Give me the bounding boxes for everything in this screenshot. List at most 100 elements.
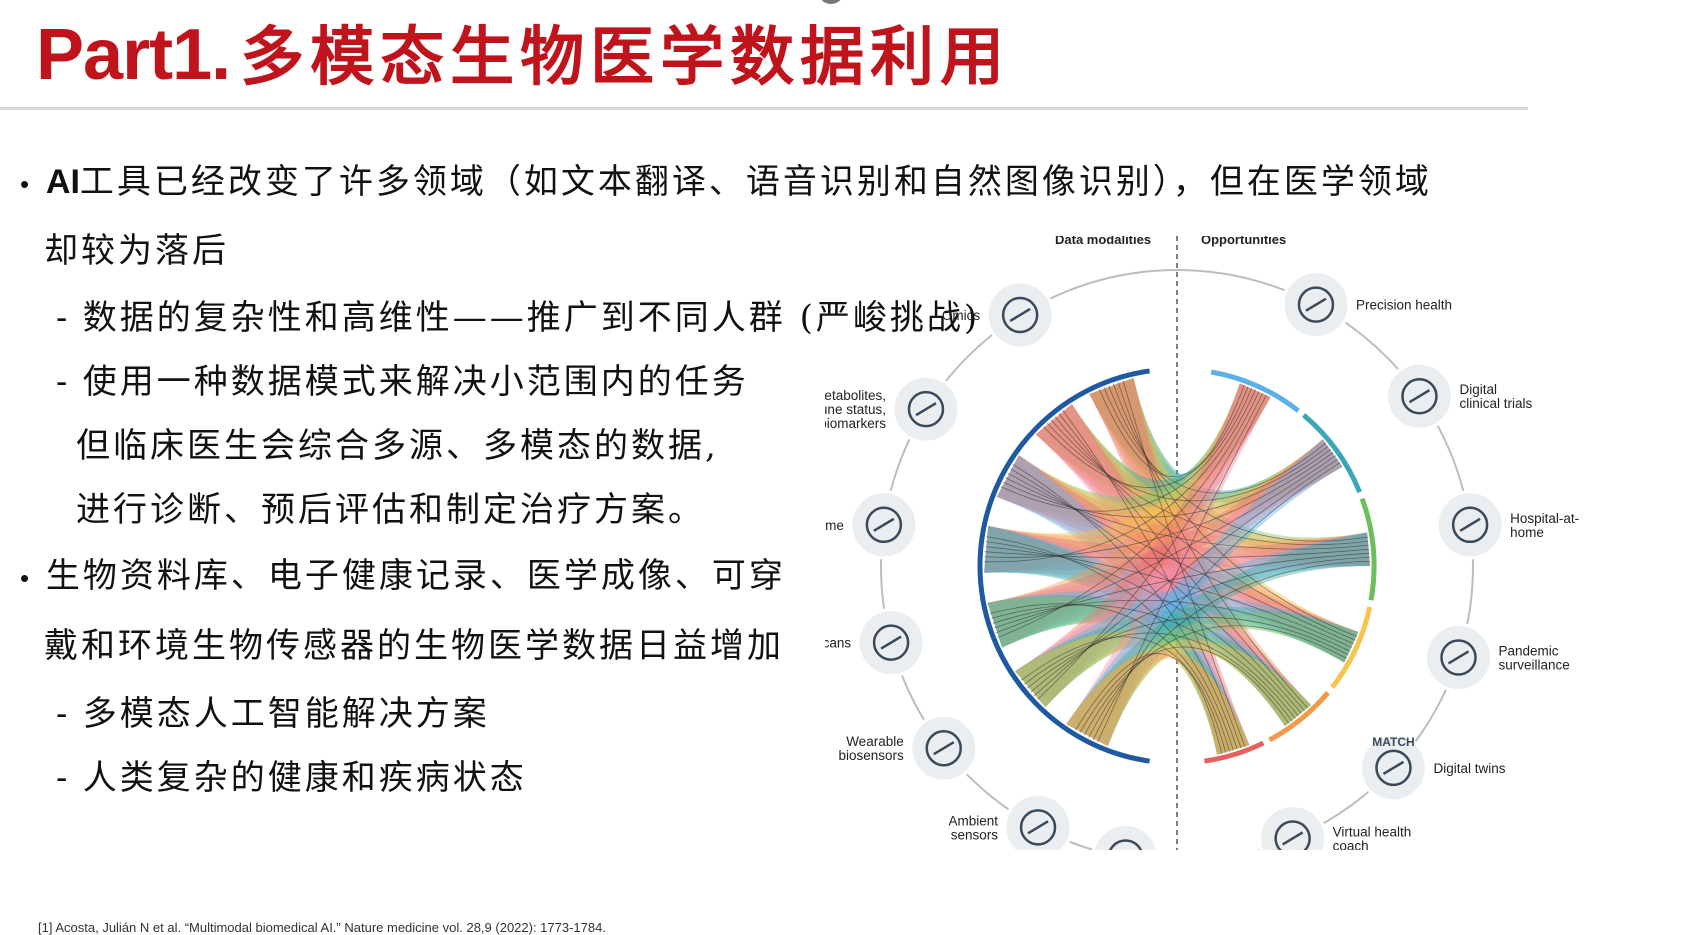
chord-line <box>1103 387 1326 494</box>
chord-ribbon <box>1066 439 1343 747</box>
chord-line <box>984 548 1370 559</box>
sub-bullet-1-text: 数据的复杂性和高维性——推广到不同人群 (严峻挑战) <box>82 298 981 338</box>
node-label: Pandemic <box>1499 643 1559 658</box>
modality-node-7: Environment <box>1091 823 1160 850</box>
header-data-modalities: Data modalities <box>1055 236 1151 247</box>
modality-node-2: Metabolites,immune status,biomarkers <box>825 374 961 444</box>
node-label: surveillance <box>1499 657 1570 672</box>
chord-line <box>984 452 1334 558</box>
opportunity-arc-6 <box>1204 740 1265 764</box>
node-label: Digital twins <box>1433 761 1505 776</box>
bullet-1-text: 工具已经改变了许多领域（如文本翻译、语音识别和自然图像识别），但在医学领域 <box>79 162 1432 202</box>
chord-line <box>1005 477 1369 550</box>
chord-line <box>1088 560 1370 738</box>
icon-glyph <box>1108 839 1143 850</box>
bullet-2-line-1: • 生物资料库、电子健康记录、医学成像、可穿 <box>20 548 786 597</box>
dash: - <box>56 759 83 797</box>
sub-bullet-1: - 数据的复杂性和高维性——推广到不同人群 (严峻挑战) <box>56 290 980 339</box>
icon-glyph <box>1297 286 1335 323</box>
modality-node-1: Omics <box>942 280 1055 350</box>
bacteria-icon <box>865 506 903 544</box>
chord-ribbon <box>984 525 1312 727</box>
chord-ribbon <box>996 455 1359 663</box>
chord-ribbon <box>987 589 1359 663</box>
chord-line <box>1058 413 1305 712</box>
opportunity-arc-2 <box>1302 413 1362 494</box>
icon-stroke <box>1027 820 1049 835</box>
left-modality-arc <box>977 368 1150 764</box>
node-label: Ambient <box>949 813 999 828</box>
icon-stroke <box>1305 297 1327 312</box>
chord-ribbon <box>1066 383 1271 747</box>
multimodal-ai-figure: Data modalities Opportunities OmicsMetab… <box>825 236 1579 850</box>
node-label: biomarkers <box>825 416 886 431</box>
icon-glyph <box>1401 377 1438 415</box>
chord-ribbon <box>996 455 1250 755</box>
node-label: clinical trials <box>1459 396 1532 411</box>
chord-ribbon <box>1089 377 1359 663</box>
person-walking-icon <box>1108 839 1143 850</box>
chord-line <box>1002 448 1331 518</box>
bullet-2-text: 生物资料库、电子健康记录、医学成像、可穿 <box>45 556 786 596</box>
chord-ribbon <box>996 455 1370 566</box>
chord-line <box>1098 384 1245 478</box>
chord-ribbon <box>996 439 1343 526</box>
chord-ribbon <box>984 525 1250 755</box>
title-english: Part1. <box>36 15 231 95</box>
modality-node-4: EHR/scans <box>825 608 926 678</box>
sub-bullet-2-cont-1: 但临床医生会综合多源、多模态的数据, <box>76 426 719 466</box>
node-label: Microbiome <box>825 518 844 533</box>
chord-ribbon <box>1066 612 1359 747</box>
node-circle <box>1091 823 1160 850</box>
virus-icon <box>1440 639 1477 676</box>
chord-line <box>1027 617 1349 689</box>
chord-arcs <box>977 368 1377 764</box>
chord-line <box>1046 422 1329 502</box>
virtual-coach-icon <box>1274 820 1311 850</box>
bullet-dot: • <box>20 563 33 593</box>
modality-node-3: Microbiome <box>825 490 919 560</box>
icon-stroke <box>915 402 937 417</box>
chord-ribbon <box>1089 377 1312 727</box>
bullet-1-line-2: 却较为落后 <box>44 231 229 271</box>
chord-ribbon <box>996 383 1271 517</box>
icon-stroke <box>873 517 895 532</box>
antibody-icon <box>907 390 945 428</box>
chord-line <box>1062 410 1242 749</box>
icon-stroke <box>1282 831 1304 846</box>
chord-ribbon <box>987 532 1370 648</box>
chord-ribbon <box>1089 377 1343 504</box>
node-label: Virtual health <box>1333 824 1412 839</box>
node-label: sensors <box>951 827 999 842</box>
node-label: biosensors <box>838 748 904 763</box>
lung-scan-icon <box>872 624 910 661</box>
node-label: Precision health <box>1356 298 1452 313</box>
icon-glyph <box>1451 506 1489 544</box>
opportunity-arc-1 <box>1210 369 1300 413</box>
bed-sensor-icon <box>1019 809 1057 846</box>
header-opportunities: Opportunities <box>1201 236 1286 247</box>
chord-line <box>1079 646 1290 733</box>
node-label: Hospital-at- <box>1510 511 1579 526</box>
chord-line <box>1054 416 1356 641</box>
icon-glyph <box>1019 809 1057 846</box>
chord-ribbon <box>1066 532 1370 747</box>
icon-stroke <box>1447 650 1470 665</box>
dash: - <box>56 363 83 401</box>
icon-stroke <box>1408 389 1431 404</box>
chord-ribbon <box>987 439 1343 648</box>
chord-line <box>1030 556 1370 693</box>
node-label: Digital <box>1459 382 1497 397</box>
icon-stroke <box>933 741 955 756</box>
chord-line <box>1112 383 1357 637</box>
node-label: Metabolites, <box>825 388 886 403</box>
chord-ribbon <box>996 455 1312 727</box>
icon-glyph <box>907 390 945 428</box>
opportunity-arc-5 <box>1268 691 1330 743</box>
figure-nodes: OmicsMetabolites,immune status,biomarker… <box>825 269 1579 850</box>
icon-stroke <box>880 635 902 650</box>
chord-line <box>994 552 1370 629</box>
chord-line <box>1012 464 1238 750</box>
